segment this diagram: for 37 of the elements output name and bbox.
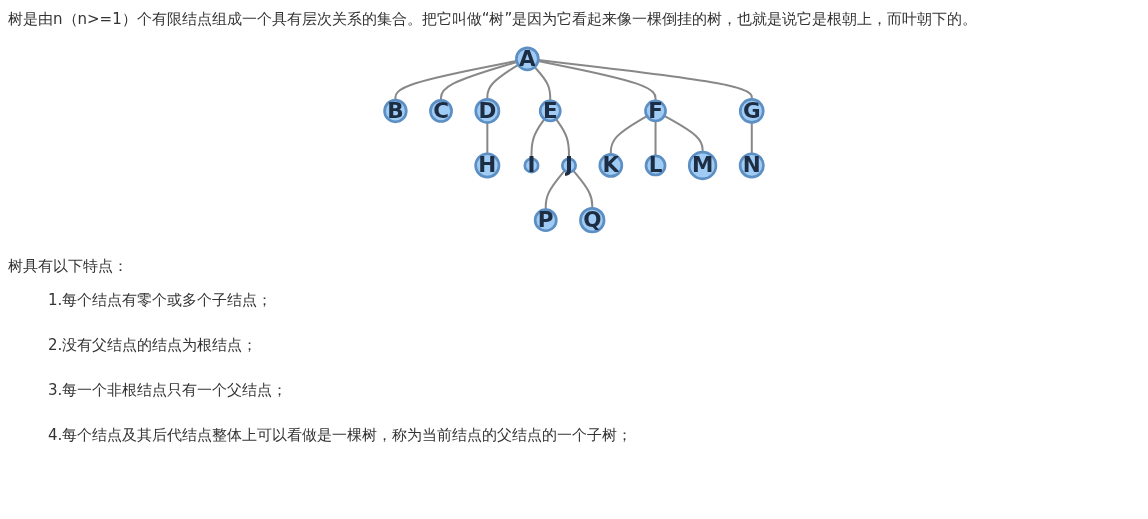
node-circle: F <box>644 99 667 123</box>
node-circle: E <box>538 99 562 123</box>
connector <box>609 115 648 155</box>
connector <box>486 63 519 100</box>
connector <box>394 59 517 101</box>
node-circle: J <box>560 157 577 174</box>
list-item: 4.每个结点及其后代结点整体上可以看做是一棵树，称为当前结点的父结点的一个子树； <box>48 425 634 446</box>
node-circle: N <box>738 152 765 179</box>
node-circle: Q <box>579 207 606 234</box>
connector <box>533 66 552 101</box>
list-heading: 树具有以下特点： <box>8 256 129 277</box>
node-circle: L <box>644 154 667 177</box>
connector <box>750 122 753 154</box>
node-circle: K <box>598 153 624 178</box>
node-circle: M <box>687 150 718 181</box>
connector <box>663 115 704 153</box>
node-circle: D <box>474 98 501 124</box>
connector <box>538 59 753 100</box>
list-item: 2.没有父结点的结点为根结点； <box>48 335 259 356</box>
connector <box>537 60 657 101</box>
node-circle: C <box>429 99 453 123</box>
connector <box>440 61 518 101</box>
node-circle: P <box>533 208 558 233</box>
node-circle: H <box>474 152 501 179</box>
connector <box>555 118 570 159</box>
connector <box>530 118 546 159</box>
intro-paragraph: 树是由n（n>=1）个有限结点组成一个具有层次关系的集合。把它叫做“树”是因为它看起来像一棵倒挂的树，也就是说它是根朝上，而叶朝下的。 <box>8 9 979 30</box>
node-circle: B <box>383 98 408 124</box>
connector <box>654 121 657 156</box>
list-item: 3.每一个非根结点只有一个父结点； <box>48 380 289 401</box>
node-circle: G <box>738 98 765 124</box>
connector <box>486 122 489 154</box>
connector <box>544 169 566 210</box>
node-circle: A <box>515 46 540 72</box>
list-item: 1.每个结点有零个或多个子结点； <box>48 290 274 311</box>
node-circle: I <box>523 157 540 174</box>
connector <box>572 169 594 209</box>
